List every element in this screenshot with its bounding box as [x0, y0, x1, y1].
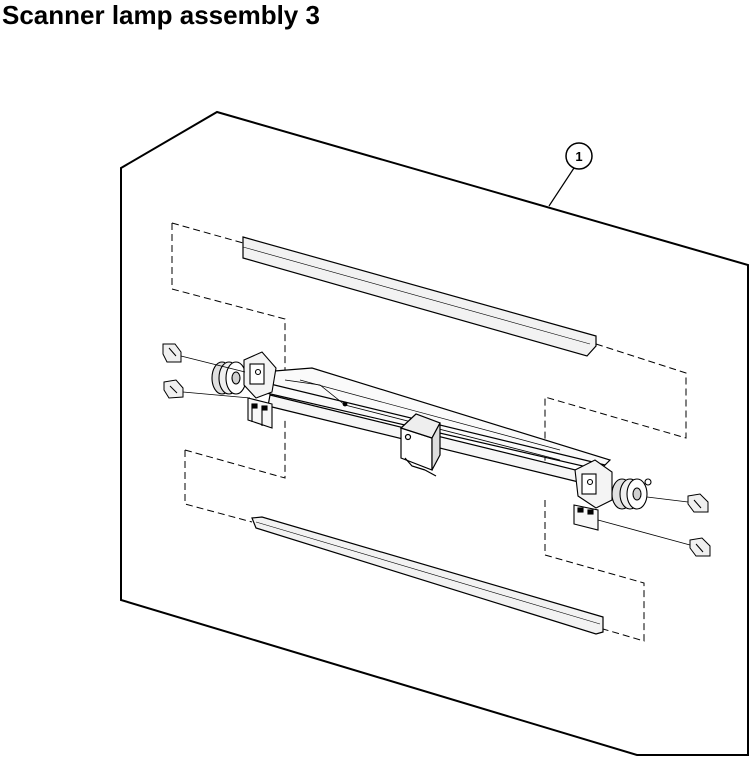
- left-clip-lower: [163, 379, 184, 399]
- right-clip-guide-line: [597, 519, 691, 546]
- left-clip-guide-line: [180, 355, 246, 373]
- page-title: Scanner lamp assembly 3: [2, 0, 320, 30]
- right-clip-guide-line: [646, 496, 689, 503]
- left-pulley-assembly: [211, 351, 277, 429]
- right-pulley-assembly: [573, 459, 652, 531]
- left-clip-upper: [162, 343, 182, 363]
- right-clip-upper: [687, 493, 709, 513]
- assembly-box-outline: [120, 110, 749, 756]
- alignment-dashed-lines: [171, 222, 687, 642]
- bottom-glass-strip: [251, 516, 604, 635]
- callout-1: 1: [548, 142, 593, 207]
- center-bracket: [399, 413, 441, 477]
- callout-label: 1: [575, 149, 582, 164]
- top-glass-strip: [242, 236, 597, 357]
- right-clip-lower: [689, 537, 711, 557]
- left-clip-guide-line: [182, 391, 251, 399]
- callout-circle: [565, 142, 593, 170]
- callout-leader-line: [548, 167, 575, 207]
